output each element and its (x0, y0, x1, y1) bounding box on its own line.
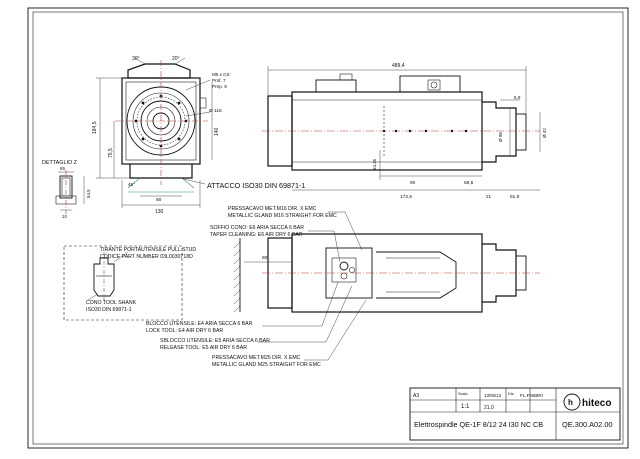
detail-z-title: DETTAGLIO Z (42, 160, 78, 166)
front-view-dimensions (96, 77, 213, 208)
sheet-size: A3 (413, 393, 419, 399)
dim-20deg: 20° (172, 56, 180, 62)
dim-45deg: 45° (128, 182, 135, 187)
dim-80-top: 80 (262, 255, 268, 261)
drawing-code: QE.300.A02.00 (562, 420, 613, 429)
dim-d95: Ø 95 (498, 132, 503, 142)
tool-shank-label-2: ISO30 DIN 69871-1 (86, 307, 132, 313)
detail-z (55, 170, 85, 214)
press-m25-1: PRESSACAVO MET.M25 DIR. X EMC (212, 355, 301, 361)
press-m25-2: METALLIC GLAND M25 STRAIGHT FOR EMC (212, 362, 321, 368)
dim-90: 90 (410, 180, 416, 186)
dim-d116: Ø 116 (209, 108, 222, 114)
press-m16-2: METALLIC GLAND M16 STRAIGHT FOR EMC (228, 213, 337, 219)
dim-172: 172,5 (400, 194, 412, 200)
pull-stud-label-2: CODICE PART NUMBER 03L0030718D (100, 254, 193, 260)
detail-dim-54: 54,5 (86, 189, 91, 198)
company-logo-text: hiteco (582, 398, 611, 409)
dim-prof: Prof. 7 (212, 78, 226, 83)
sblocco-1: SBLOCCO UTENSILE: E5 ARIA SECCA 6 BAR (160, 338, 270, 344)
dim-5-9: 5,9 (514, 95, 521, 100)
sheet-border (27, 7, 629, 449)
dim-30deg: 30° (132, 56, 140, 62)
drawing-date: 13/05/13 (484, 393, 502, 398)
sheet-inner-border (32, 11, 624, 445)
attacco-label: ATTACCO ISO30 DIN 69871-1 (207, 181, 305, 190)
drawn-by-label: Dis. (508, 392, 515, 396)
detail-dim-10: 10 (62, 214, 67, 219)
dim-184: 184,5 (92, 121, 98, 134)
dim-80: 80 (156, 197, 162, 203)
scale-label: Scala (458, 392, 468, 396)
dim-54: 54,35 (372, 158, 377, 170)
sblocco-2: RELEASE TOOL: E5 AIR DRY 6 BAR (160, 345, 247, 351)
dim-68: 68,5 (464, 180, 474, 186)
pull-stud-label-1: TIRANTE PORTAUTENSILE PULL STUD (100, 247, 196, 253)
dim-140: 140 (214, 127, 220, 136)
blocco-1: BLOCCO UTENSILE: E4 ARIA SECCA 6 BAR (146, 321, 253, 327)
dim-thread-m5: M5 x 0,8 (212, 72, 230, 77)
tool-shank-label-1: CONO TOOL SHANK (86, 300, 137, 306)
detail-dim-65: 65 (60, 166, 65, 171)
dim-prep: Prep. 9 (212, 84, 227, 89)
drawing-description: Elettrospindle QE-1F 8/12 24 I30 NC CB (414, 420, 543, 429)
dim-81: 81,9 (510, 194, 520, 200)
side-view-dimensions (267, 66, 541, 191)
dim-75: 75,5 (108, 148, 114, 158)
dim-21: 21 (486, 194, 492, 199)
soffio-2: TAPER CLEANING: E6 AIR DRY 6 BAR (210, 232, 303, 238)
dim-130: 130 (155, 209, 164, 215)
blocco-2: LOCK TOOL: E4 AIR DRY 6 BAR (146, 328, 223, 334)
pull-stud-box (63, 245, 183, 321)
title-block: h (409, 387, 621, 441)
top-view-leaders (258, 211, 367, 361)
top-view (233, 233, 540, 313)
side-view (262, 73, 540, 171)
drawn-by: FL.FABBRI (520, 393, 543, 398)
dim-489: 489,4 (392, 63, 405, 69)
front-view (115, 57, 208, 193)
dim-d42: Ø 42 (542, 128, 547, 138)
scale-value: 1:1 (461, 404, 470, 410)
soffio-1: SOFFIO CONO: E6 ARIA SECCA 6 BAR (210, 225, 304, 231)
sheet-value: 21,0 (484, 405, 494, 411)
company-mark: h (568, 398, 573, 407)
tool-shank-sketch (87, 251, 129, 302)
press-m16-1: PRESSACAVO MET.M16 DIR. X EMC (228, 206, 317, 212)
